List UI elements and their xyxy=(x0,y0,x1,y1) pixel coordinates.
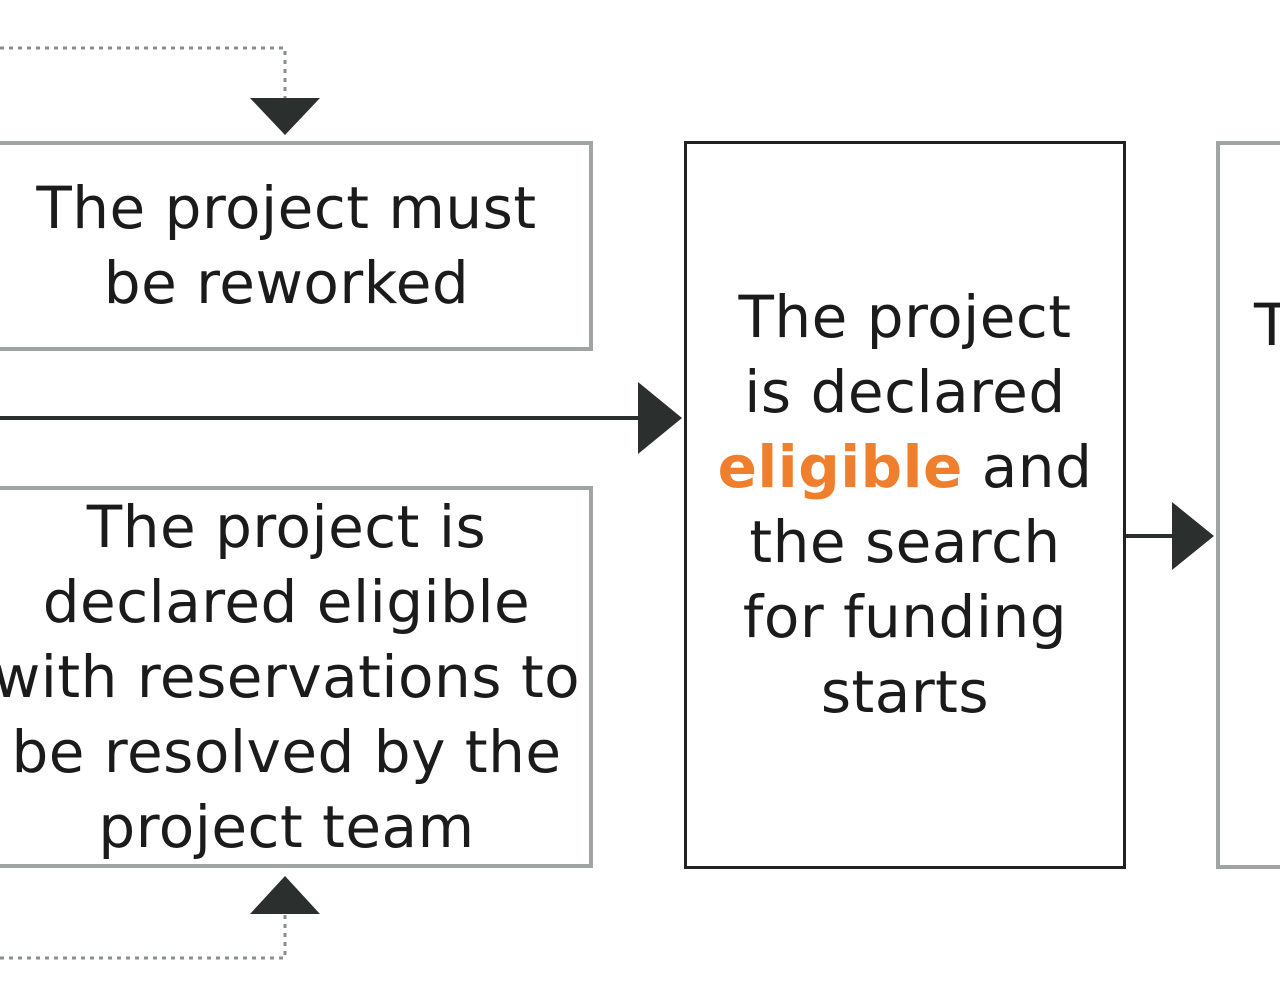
text-line: project team xyxy=(98,792,475,861)
text-line: be resolved by the xyxy=(11,717,562,786)
dotted-connector-bottom xyxy=(0,912,287,960)
text-line: eligible and xyxy=(718,430,1093,505)
arrowhead-down-rework xyxy=(250,98,320,135)
text-line: The project must xyxy=(36,174,537,242)
dotted-connector-top xyxy=(0,46,287,100)
node-project-rework: The project must be reworked xyxy=(0,141,593,351)
text-line: is declared xyxy=(744,358,1066,426)
node-next-step-partial: T xyxy=(1216,141,1280,869)
text-line: The project is xyxy=(86,492,487,561)
node-reservations-text: The project is declared eligible with re… xyxy=(0,490,580,865)
text-line: the search xyxy=(749,508,1061,576)
arrowhead-right-next xyxy=(1172,502,1214,570)
node-next-text: T xyxy=(1254,291,1280,359)
node-eligible-with-reservations: The project is declared eligible with re… xyxy=(0,486,593,868)
text-fragment: and xyxy=(962,433,1093,501)
text-line: The project xyxy=(738,283,1072,351)
text-line: declared eligible xyxy=(42,567,531,636)
text-line: with reservations to xyxy=(0,642,581,711)
node-eligible-text: The project is declared eligible and the… xyxy=(718,280,1093,730)
text-line: be reworked xyxy=(103,249,470,317)
arrowhead-right-eligible xyxy=(638,382,682,454)
node-rework-text: The project must be reworked xyxy=(36,171,536,321)
text-line: starts xyxy=(820,658,990,726)
text-line: for funding xyxy=(742,583,1068,651)
arrowhead-up-reservations xyxy=(250,876,320,914)
highlight-word: eligible xyxy=(717,433,963,501)
node-project-declared-eligible: The project is declared eligible and the… xyxy=(684,141,1126,869)
